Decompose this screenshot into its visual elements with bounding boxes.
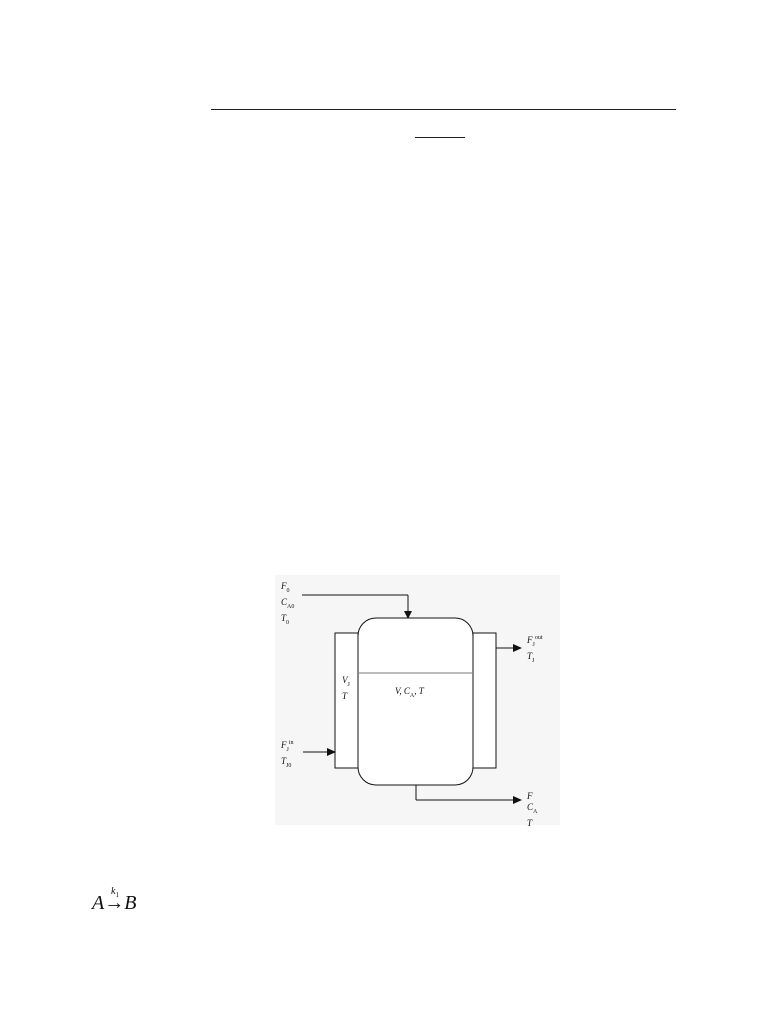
reaction-arrow: → [104,892,125,914]
tank-contents-label: V, CA, T [395,686,424,699]
header-rule [211,109,676,110]
feed-flow-label: F0 [281,581,290,594]
jacket-outtemp-label: TJ [527,650,535,664]
jacket-outflow-label: FJout [527,635,543,648]
product-temp-label: T [527,817,533,828]
cstr-diagram: F0 CA0 T0 VJ T V, CA, T FJout TJ FJin TJ… [275,575,560,828]
jacket-right [472,632,497,769]
jacket-outlet-labels: FJout TJ [527,633,543,667]
product-labels: F CA T [527,791,537,829]
feed-labels: F0 CA0 T0 [281,581,294,628]
jacket-inlet-labels: FJin TJ0 [281,738,294,772]
reaction-equation: k1 A→B [92,886,137,915]
product-arrowhead [513,796,522,804]
jacket-inlet-arrowhead [327,748,336,756]
jacket-intemp-label: TJ0 [281,755,292,769]
reactant-label: A [92,892,105,914]
jacket-outlet-arrowhead [513,644,522,652]
feed-conc-label: CA0 [281,596,295,610]
jacket-temp-label: T [342,690,348,701]
title-underline [415,137,465,138]
product-label: B [124,892,137,914]
reactor-vessel [357,617,474,786]
jacket-inflow-label: FJin [281,740,294,753]
feed-temp-label: T0 [281,612,290,626]
product-flow-label: F [527,791,533,801]
cstr-drawing [302,594,522,804]
feed-arrowhead [404,611,412,619]
product-conc-label: CA [527,802,538,815]
jacket-labels: VJ T [342,675,350,702]
rate-constant-label: k1 [111,886,119,899]
jacket-volume-label: VJ [342,675,350,688]
